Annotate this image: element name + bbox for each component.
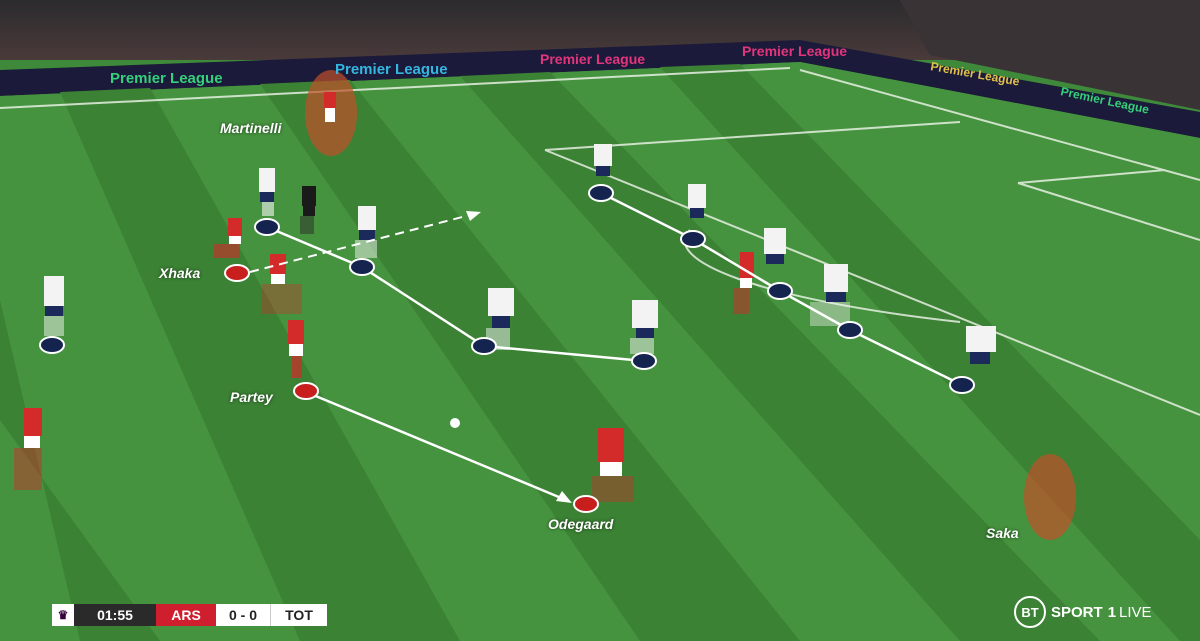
broadcaster-logo: BT SPORT 1 LIVE	[1014, 596, 1152, 628]
label-xhaka: Xhaka	[159, 265, 201, 281]
crowd-right	[900, 0, 1200, 110]
away-marker	[471, 337, 497, 355]
arsenal-player	[214, 218, 242, 258]
tottenham-player	[630, 300, 658, 354]
league-logo-icon: ♛	[52, 604, 74, 626]
referee	[300, 186, 316, 234]
tottenham-player	[259, 168, 275, 216]
bt-channel: 1	[1107, 603, 1117, 621]
label-partey: Partey	[230, 389, 273, 405]
arsenal-player	[733, 252, 754, 314]
run-arrow-xhaka	[249, 214, 471, 273]
away-marker	[588, 184, 614, 202]
ad-board-left	[0, 40, 800, 96]
home-marker-odegaard	[573, 495, 599, 513]
tottenham-player	[44, 276, 64, 336]
pass-arrow-partey-odegaard	[305, 390, 567, 502]
away-marker	[837, 321, 863, 339]
bt-brand: BT	[1014, 596, 1046, 628]
board-text-center: Premier League	[335, 61, 448, 78]
home-team: ARS	[156, 604, 216, 626]
board-text-center-2: Premier League	[540, 51, 645, 67]
bt-live: LIVE	[1119, 603, 1152, 621]
home-marker-xhaka	[224, 264, 250, 282]
home-markers	[224, 264, 599, 513]
label-saka: Saka	[986, 525, 1019, 541]
pitch-lines	[0, 67, 1200, 416]
board-text-right: Premier League	[742, 43, 847, 59]
away-marker	[254, 218, 280, 236]
match-clock: 01:55	[74, 604, 156, 626]
label-odegaard: Odegaard	[548, 516, 614, 532]
away-marker	[680, 230, 706, 248]
bt-sport-text: SPORT	[1051, 603, 1103, 621]
saka-zone	[1024, 454, 1076, 540]
arsenal-player	[14, 408, 42, 490]
ball	[450, 418, 460, 428]
tottenham-player	[688, 184, 706, 218]
tottenham-player	[594, 144, 612, 176]
away-marker	[631, 352, 657, 370]
arsenal-player-odegaard	[592, 428, 634, 502]
away-marker	[767, 282, 793, 300]
score-bug: ♛ 01:55 ARS 0 - 0 TOT	[52, 604, 327, 626]
tottenham-player	[966, 326, 996, 364]
tottenham-player	[355, 206, 377, 258]
away-marker	[39, 336, 65, 354]
arsenal-player	[324, 92, 336, 122]
run-arrowhead	[466, 211, 481, 221]
label-martinelli: Martinelli	[220, 120, 282, 136]
score: 0 - 0	[216, 604, 270, 626]
away-marker	[349, 258, 375, 276]
board-text-left: Premier League	[110, 70, 223, 87]
arsenal-player	[288, 320, 304, 378]
away-team: TOT	[270, 604, 327, 626]
players	[14, 92, 996, 502]
tottenham-player	[810, 264, 850, 326]
pass-arrowhead	[556, 491, 572, 503]
ad-board-right	[800, 40, 1200, 138]
tottenham-player	[486, 288, 514, 350]
arsenal-player	[262, 254, 302, 314]
away-marker	[949, 376, 975, 394]
home-marker-partey	[293, 382, 319, 400]
away-markers	[39, 184, 975, 394]
tottenham-player	[764, 228, 786, 264]
